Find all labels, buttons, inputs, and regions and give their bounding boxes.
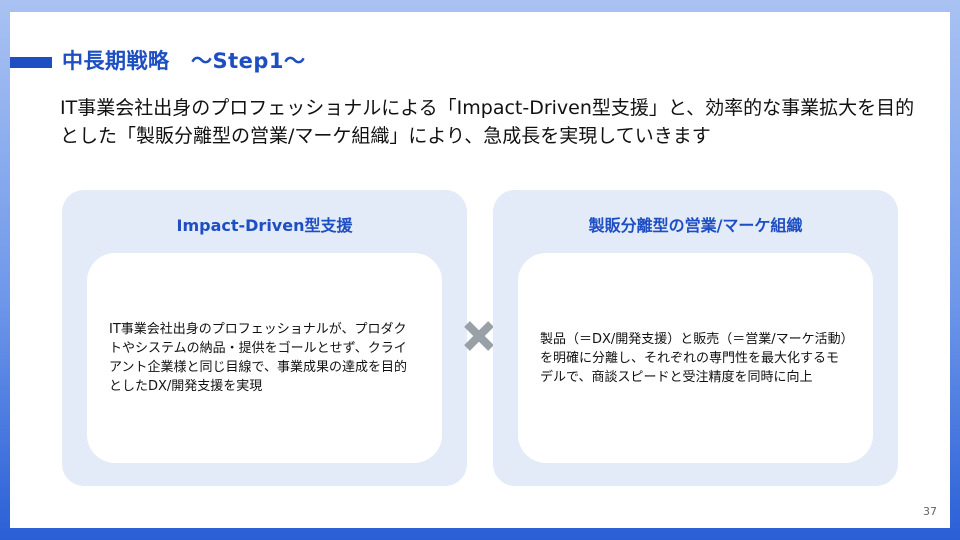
lead-text: IT事業会社出身のプロフェッショナルによる「Impact-Driven型支援」と… bbox=[60, 97, 915, 147]
times-icon bbox=[464, 321, 494, 351]
card-impact-driven: Impact-Driven型支援 IT事業会社出身のプロフェッショナルが、プロダ… bbox=[62, 190, 467, 486]
card-title: Impact-Driven型支援 bbox=[176, 216, 353, 235]
title-accent-bar bbox=[10, 57, 52, 68]
page-number: 37 bbox=[923, 505, 937, 518]
slide: 中長期戦略 ～Step1～ IT事業会社出身のプロフェッショナルによる「Impa… bbox=[10, 12, 950, 528]
card-body-text: IT事業会社出身のプロフェッショナルが、プロダクトやシステムの納品・提供をゴール… bbox=[109, 322, 407, 394]
card-body-box: 製品（＝DX/開発支援）と販売（＝営業/マーケ活動）を明確に分離し、それぞれの専… bbox=[518, 253, 873, 463]
slide-title: 中長期戦略 ～Step1～ bbox=[62, 49, 306, 73]
card-title: 製販分離型の営業/マーケ組織 bbox=[588, 216, 803, 235]
card-body-text: 製品（＝DX/開発支援）と販売（＝営業/マーケ活動）を明確に分離し、それぞれの専… bbox=[540, 331, 848, 385]
card-body-box: IT事業会社出身のプロフェッショナルが、プロダクトやシステムの納品・提供をゴール… bbox=[87, 253, 442, 463]
card-sales-marketing: 製販分離型の営業/マーケ組織 製品（＝DX/開発支援）と販売（＝営業/マーケ活動… bbox=[493, 190, 898, 486]
